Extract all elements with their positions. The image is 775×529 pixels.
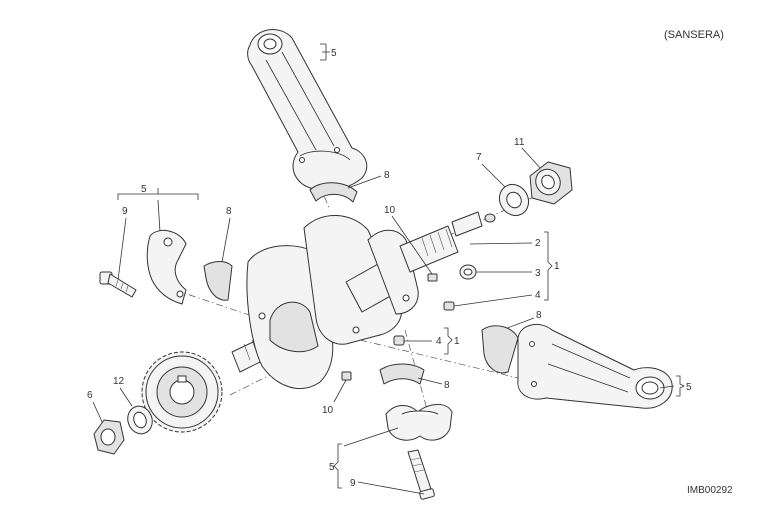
brace-right-rod xyxy=(676,375,685,397)
callout-left-5: 5 xyxy=(141,184,147,195)
callout-nut-11: 11 xyxy=(514,137,525,148)
callout-plug-1: 1 xyxy=(454,336,460,347)
timing-gear xyxy=(141,351,223,433)
callout-top-rod-5: 5 xyxy=(331,48,337,59)
left-rod-cap xyxy=(146,229,187,305)
flange-nut xyxy=(529,161,573,205)
shaft-plug xyxy=(443,213,496,311)
callout-bottom-bolt-9: 9 xyxy=(350,478,356,489)
callout-gear-nut-6: 6 xyxy=(87,390,93,401)
callout-left-shell-8: 8 xyxy=(226,206,232,217)
brace-right-1 xyxy=(544,231,553,301)
top-connecting-rod xyxy=(247,29,368,191)
callout-left-bolt-9: 9 xyxy=(122,206,128,217)
callout-brace-2: 2 xyxy=(535,238,541,249)
crankshaft xyxy=(231,211,483,390)
bottom-rod-cap xyxy=(385,404,453,441)
upper-dowel-pin xyxy=(427,273,438,282)
callout-right-shell-8: 8 xyxy=(536,310,542,321)
callout-pin-10-lower: 10 xyxy=(322,405,334,416)
callout-right-rod-5: 5 xyxy=(686,382,692,393)
lower-dowel-pin xyxy=(341,371,352,381)
upper-bearing-shell xyxy=(309,182,358,203)
callout-lower-shell-8: 8 xyxy=(444,380,450,391)
drawing-code: IMB00292 xyxy=(687,485,733,496)
callout-gear-washer-12: 12 xyxy=(113,376,125,387)
lower-bearing-shell xyxy=(379,363,425,385)
callout-plug-4: 4 xyxy=(436,336,442,347)
gear-washer xyxy=(127,405,153,435)
callout-brace-4: 4 xyxy=(535,290,541,301)
left-bearing-shell xyxy=(203,261,233,301)
left-bolt xyxy=(99,271,137,298)
brace-bottom-5 xyxy=(333,443,342,489)
callout-bottom-cap-5: 5 xyxy=(329,462,335,473)
callout-brace-1-upper: 1 xyxy=(554,261,560,272)
right-connecting-rod xyxy=(517,323,673,409)
brace-top-rod xyxy=(320,43,330,61)
callout-brace-3: 3 xyxy=(535,268,541,279)
bottom-bolt xyxy=(407,449,435,500)
brace-left-5 xyxy=(117,188,199,200)
callout-pin-10-upper: 10 xyxy=(384,205,396,216)
gear-nut xyxy=(93,419,125,455)
callout-upper-shell-8: 8 xyxy=(384,170,390,181)
callout-washer-7: 7 xyxy=(476,152,482,163)
oil-plug xyxy=(393,335,405,346)
variant-label: (SANSERA) xyxy=(664,29,724,41)
brace-plug-1 xyxy=(444,327,453,355)
washer xyxy=(498,183,530,217)
right-bearing-shell xyxy=(481,325,519,374)
